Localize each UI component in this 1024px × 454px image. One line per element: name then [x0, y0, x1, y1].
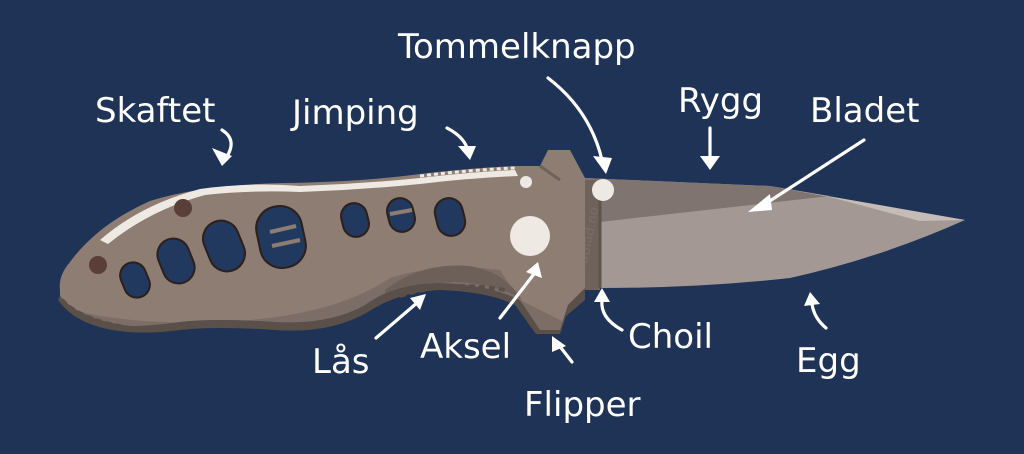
arrow-head [804, 292, 820, 306]
arrow-head [526, 262, 542, 278]
arrow-tommelknapp [546, 76, 604, 162]
arrow-choil [600, 298, 624, 332]
arrows [212, 76, 866, 364]
handle-holes [119, 197, 467, 299]
label-aksel: Aksel [420, 327, 511, 367]
label-rygg: Rygg [678, 81, 763, 121]
arrow-bladet [760, 138, 866, 208]
arrow-head [410, 294, 426, 310]
blade-spine [585, 178, 830, 222]
label-tommelknapp: Tommelknapp [397, 27, 636, 67]
lock-serrations [399, 284, 506, 298]
arrow-laas [374, 300, 420, 340]
jimping [419, 166, 516, 178]
label-flipper: Flipper [524, 385, 641, 425]
handle-pin [89, 256, 107, 274]
labels: Tommelknapp Skaftet Jimping Rygg Bladet … [95, 27, 919, 425]
arrow-head [700, 156, 720, 170]
label-egg: Egg [796, 341, 861, 381]
finger-groove [385, 265, 522, 300]
handle-serrations [60, 298, 131, 330]
arrow-head [594, 288, 610, 302]
arrow-egg [810, 302, 828, 330]
handle-hole [433, 197, 467, 237]
arrow-aksel [498, 272, 536, 320]
label-laas: Lås [312, 342, 370, 382]
handle-hole [255, 204, 307, 270]
label-choil: Choil [628, 317, 713, 357]
arrow-head [552, 336, 566, 352]
label-bladet: Bladet [810, 91, 919, 131]
thumb-stud [592, 179, 614, 201]
arrow-head [212, 148, 232, 166]
handle-hole [386, 197, 416, 233]
small-screw [520, 176, 532, 188]
handle-pin [174, 199, 192, 217]
handle-hole [156, 237, 196, 285]
blade-clip-edge [770, 186, 965, 221]
label-jimping: Jimping [290, 93, 419, 133]
handle-hole [202, 219, 246, 273]
arrow-head [593, 156, 612, 174]
label-skaftet: Skaftet [95, 91, 215, 131]
arrow-head [748, 194, 772, 212]
handle-shadow [58, 283, 585, 334]
handle-hole [340, 202, 370, 238]
hole-dividers [269, 208, 413, 248]
handle-top-highlight [100, 170, 518, 244]
arrow-head [458, 146, 476, 160]
handle-hole [119, 261, 151, 299]
pivot-screw [510, 216, 550, 256]
